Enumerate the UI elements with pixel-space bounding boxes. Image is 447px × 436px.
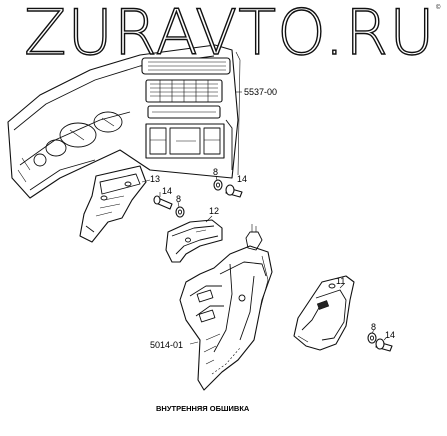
label-bolt-14-bracket: 14 <box>162 186 172 196</box>
leader-lines <box>141 91 387 345</box>
label-nut-8-bracket: 8 <box>176 194 181 204</box>
diagram-caption: ВНУТРЕННЯЯ ОБШИВКА <box>156 404 250 413</box>
bolt-14-top <box>225 184 243 198</box>
tunnel-trim <box>179 224 273 391</box>
cover-12 <box>165 219 223 263</box>
bracket-13 <box>79 165 147 243</box>
nut-8-top <box>213 179 223 191</box>
dashboard-assembly <box>7 44 241 199</box>
label-dashboard: 5537-00 <box>244 87 277 97</box>
side-panel-11 <box>293 275 355 351</box>
label-cover-12: 12 <box>209 206 219 216</box>
bolt-14-side <box>375 338 393 352</box>
label-bolt-14-side: 14 <box>385 330 395 340</box>
bolt-14-bracket <box>153 195 173 210</box>
label-side-panel-11: 11 <box>336 276 345 286</box>
label-bracket-13: 13 <box>150 174 160 184</box>
label-bolt-14-top: 14 <box>237 174 247 184</box>
label-tunnel-trim: 5014-01 <box>150 340 183 350</box>
nut-8-side <box>367 332 377 344</box>
label-nut-8-side: 8 <box>371 322 376 332</box>
label-nut-8-top: 8 <box>213 167 218 177</box>
watermark-text: ZURAVTO.RU <box>24 0 436 69</box>
corner-mark: © <box>436 4 441 11</box>
nut-8-bracket <box>175 206 185 218</box>
